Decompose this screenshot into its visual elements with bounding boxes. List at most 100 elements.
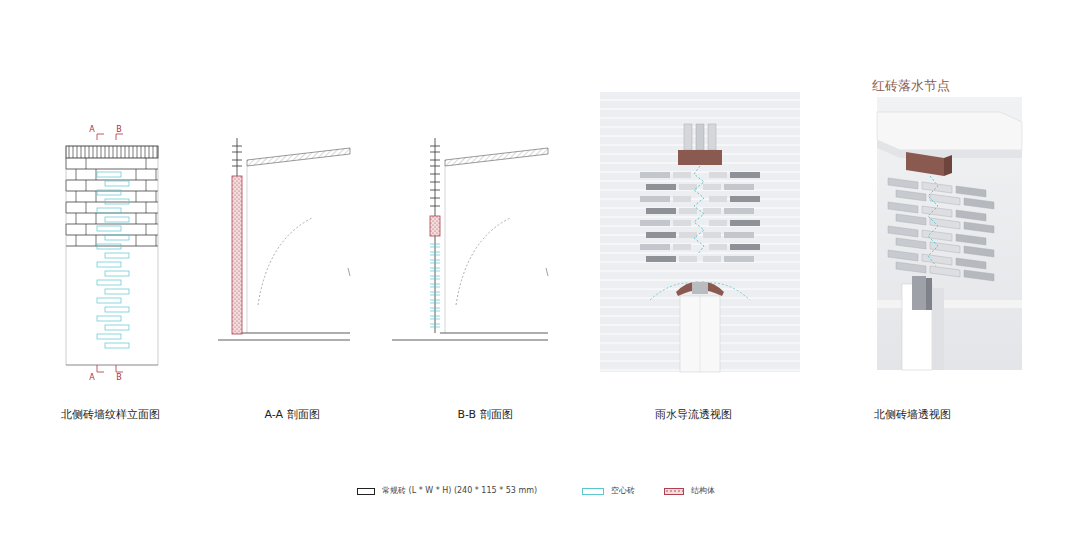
legend-swatch — [582, 488, 604, 495]
ground-line — [66, 365, 158, 366]
caption: B-B 剖面图 — [457, 408, 512, 421]
caption: 北侧砖墙纹样立面图 — [61, 408, 160, 421]
brick-course — [66, 169, 158, 170]
brick — [724, 256, 754, 262]
brick — [679, 256, 697, 262]
soldier-joint — [149, 146, 150, 158]
hollow-brick — [97, 262, 121, 267]
mortar-line — [600, 217, 800, 218]
brick-joint — [96, 169, 97, 180]
brick-joint — [96, 235, 97, 246]
rain-perspective — [600, 92, 800, 372]
soldier-joint — [153, 146, 154, 158]
hollow-brick — [105, 181, 129, 186]
brick — [673, 172, 691, 178]
soldier-joint — [113, 146, 114, 158]
brick-course — [66, 202, 158, 203]
brick — [956, 186, 986, 197]
brick — [673, 196, 691, 202]
brick — [730, 220, 760, 226]
brick — [673, 220, 691, 226]
brick — [673, 244, 691, 250]
hollow-brick — [430, 268, 440, 269]
section-a — [218, 138, 350, 340]
brick — [896, 190, 926, 201]
hollow-brick — [105, 343, 129, 348]
soldier-joint — [81, 146, 82, 158]
brick — [964, 270, 994, 281]
brick — [964, 198, 994, 209]
hollow-brick — [430, 271, 440, 272]
legend-swatch — [357, 488, 375, 495]
hollow-brick — [97, 316, 121, 321]
brick — [888, 202, 918, 213]
legend-text: 结构体 — [691, 486, 715, 496]
hollow-brick — [430, 244, 440, 245]
hollow-brick — [97, 244, 121, 249]
soldier-joint — [89, 146, 90, 158]
hollow-brick — [105, 217, 129, 222]
brick — [709, 244, 727, 250]
hollow-brick — [430, 324, 440, 325]
legend-swatch — [664, 488, 684, 495]
hollow-brick — [97, 280, 121, 285]
soldier-joint — [125, 146, 126, 158]
soldier-joint — [93, 146, 94, 158]
hollow-brick — [97, 172, 121, 177]
brick-joint — [136, 235, 137, 246]
brick — [930, 266, 960, 277]
hollow-brick — [430, 316, 440, 317]
brick — [724, 232, 754, 238]
brick — [640, 244, 670, 250]
mortar-line — [600, 118, 800, 119]
brick — [646, 232, 676, 238]
soldier-joint — [85, 146, 86, 158]
soldier-joint — [157, 146, 158, 158]
brick — [703, 256, 721, 262]
brick — [964, 246, 994, 257]
soldier-joint — [137, 146, 138, 158]
hollow-brick — [430, 255, 440, 256]
brick — [930, 218, 960, 229]
brick — [646, 184, 676, 190]
brick — [922, 254, 952, 265]
legend-text: 空心砖 — [611, 486, 635, 496]
brick-joint — [156, 213, 157, 224]
mortar-line — [600, 271, 800, 272]
brick — [922, 206, 952, 217]
soldier-joint — [133, 146, 134, 158]
edge-line — [66, 146, 67, 365]
brick — [709, 172, 727, 178]
brick — [703, 184, 721, 190]
mortar-line — [600, 226, 800, 227]
hollow-brick — [430, 303, 440, 304]
brick — [888, 226, 918, 237]
section-mark: B — [116, 373, 122, 383]
hollow-brick — [97, 298, 121, 303]
brick — [888, 250, 918, 261]
hollow-brick — [105, 253, 129, 258]
brick-joint — [136, 191, 137, 202]
hollow-brick — [105, 271, 129, 276]
brick-joint — [76, 235, 77, 246]
mortar-line — [600, 172, 800, 173]
hollow-brick — [430, 279, 440, 280]
mortar-line — [600, 190, 800, 191]
brick — [640, 196, 670, 202]
hollow-brick — [430, 311, 440, 312]
elevation-drawing — [66, 146, 158, 365]
section-mark: A — [89, 373, 94, 383]
mortar-line — [600, 100, 800, 101]
soldier-joint — [141, 146, 142, 158]
soldier-joint — [129, 146, 130, 158]
hollow-brick — [430, 319, 440, 320]
hollow-brick — [105, 235, 129, 240]
hollow-brick — [430, 295, 440, 296]
mortar-line — [600, 181, 800, 182]
section-mark: A — [89, 125, 94, 135]
soldier-joint — [73, 146, 74, 158]
brick-joint — [136, 169, 137, 180]
soldier-joint — [117, 146, 118, 158]
section-b — [392, 138, 548, 340]
